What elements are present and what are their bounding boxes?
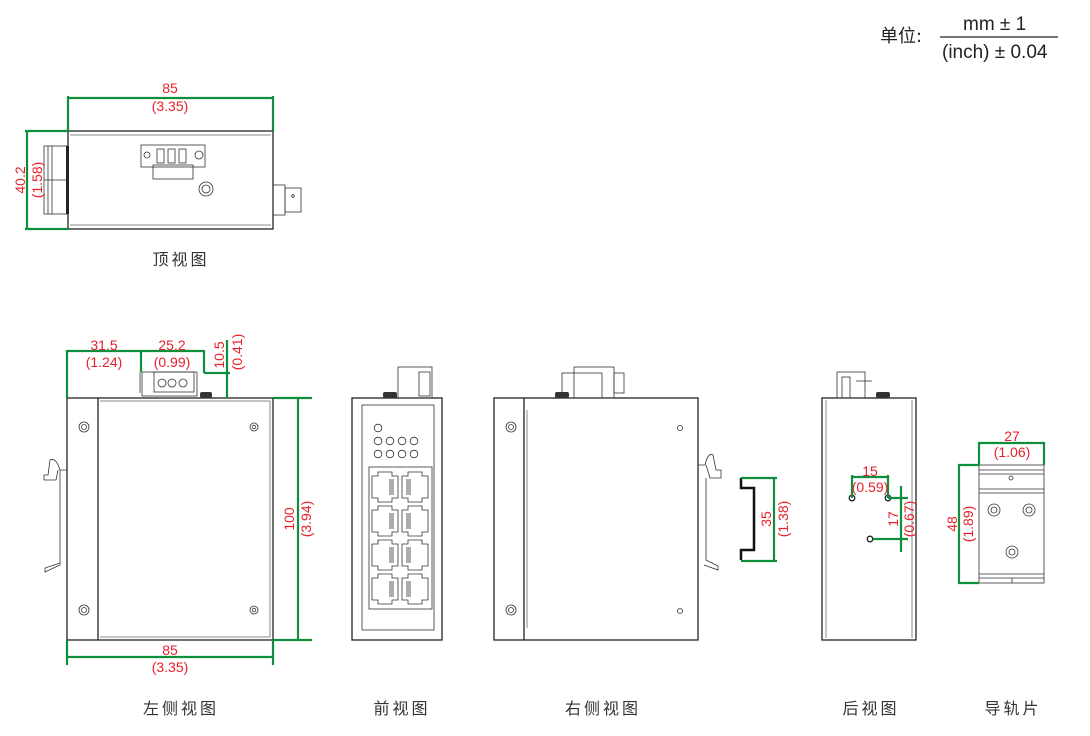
- rj45-port: [401, 539, 429, 571]
- clip-height-mm: 48: [944, 516, 960, 532]
- left-connector-mm: 25.2: [158, 337, 185, 353]
- din-rail-profile: [739, 478, 756, 560]
- top-width-in: (3.35): [152, 98, 189, 114]
- led-indicator: [373, 423, 383, 433]
- led-indicator: [409, 436, 419, 446]
- screw-icon: [249, 605, 259, 615]
- din-clip-caption: 导轨片: [984, 699, 1041, 718]
- left-view-caption: 左侧视图: [143, 699, 219, 718]
- ground-screw-icon: [198, 181, 214, 197]
- unit-legend: 单位: mm ± 1 (inch) ± 0.04: [880, 14, 1058, 63]
- rj45-port: [401, 573, 429, 605]
- top-view-caption: 顶视图: [152, 250, 209, 269]
- screw-icon: [505, 604, 517, 616]
- port-panel: [368, 466, 433, 610]
- din-clip-view: 27 (1.06) 48 (1.89) 导轨片: [944, 428, 1046, 718]
- rear-view-body: [821, 397, 917, 641]
- clip-width-in: (1.06): [994, 444, 1031, 460]
- unit-denominator: (inch) ± 0.04: [942, 42, 1048, 63]
- led-indicator: [373, 449, 383, 459]
- din-clip-body: [978, 464, 1045, 584]
- left-protrusion-in: (0.41): [229, 334, 245, 371]
- left-side-view: 31.5 (1.24) 25.2 (0.99) 10.5 (0.41) 100 …: [43, 334, 314, 718]
- rear-vspacing-mm: 17: [885, 511, 901, 527]
- left-offset-in: (1.24): [86, 354, 123, 370]
- left-offset-mm: 31.5: [90, 337, 117, 353]
- left-height-in: (3.94): [298, 501, 314, 538]
- right-side-view: 35 (1.38) 右侧视图: [493, 366, 791, 718]
- led-indicator: [409, 449, 419, 459]
- top-view: 85 (3.35) 40.2 (1.58) 顶视图: [12, 80, 302, 269]
- rj45-port: [371, 505, 399, 537]
- screw-icon: [1005, 545, 1019, 559]
- top-width-mm: 85: [162, 80, 178, 96]
- rail-width-mm: 35: [758, 511, 774, 527]
- din-clip: [698, 454, 722, 571]
- front-view: 前视图: [351, 366, 443, 718]
- top-depth-mm: 40.2: [12, 166, 28, 193]
- screw-icon: [249, 422, 259, 432]
- led-indicator: [373, 436, 383, 446]
- right-view-caption: 右侧视图: [565, 699, 641, 718]
- left-width-in: (3.35): [152, 659, 189, 675]
- rear-hspacing-mm: 15: [862, 463, 878, 479]
- front-view-caption: 前视图: [373, 699, 430, 718]
- screw-icon: [505, 421, 517, 433]
- unit-label: 单位:: [880, 26, 922, 47]
- led-indicator: [397, 436, 407, 446]
- rj45-port-group: [371, 471, 429, 605]
- left-view-body: [66, 397, 274, 641]
- rear-hspacing-in: (0.59): [852, 479, 889, 495]
- front-view-body: [351, 397, 443, 641]
- rj45-port: [401, 505, 429, 537]
- mount-hole: [866, 535, 874, 543]
- left-width-mm: 85: [162, 642, 178, 658]
- rj45-port: [371, 539, 399, 571]
- rear-vspacing-in: (0.67): [901, 501, 917, 538]
- screw-icon: [1022, 503, 1036, 517]
- left-protrusion-mm: 10.5: [211, 341, 227, 368]
- rj45-port: [401, 471, 429, 503]
- rj45-port: [371, 471, 399, 503]
- left-connector-in: (0.99): [154, 354, 191, 370]
- din-clip: [43, 459, 67, 573]
- unit-numerator: mm ± 1: [963, 14, 1026, 35]
- clip-height-in: (1.89): [960, 506, 976, 543]
- screw-icon: [78, 421, 90, 433]
- rear-view: 15 (0.59) 17 (0.67) 后视图: [821, 371, 917, 718]
- led-group: [373, 423, 419, 459]
- clip-width-mm: 27: [1004, 428, 1020, 444]
- rear-view-caption: 后视图: [842, 699, 899, 718]
- led-indicator: [385, 449, 395, 459]
- terminal-block: [140, 144, 206, 168]
- rj45-port: [371, 573, 399, 605]
- rail-width-in: (1.38): [775, 501, 791, 538]
- screw-icon: [78, 604, 90, 616]
- led-indicator: [397, 449, 407, 459]
- screw-icon: [987, 503, 1001, 517]
- led-indicator: [385, 436, 395, 446]
- left-height-mm: 100: [281, 507, 297, 531]
- top-view-body: [67, 130, 274, 230]
- top-depth-in: (1.58): [29, 162, 45, 199]
